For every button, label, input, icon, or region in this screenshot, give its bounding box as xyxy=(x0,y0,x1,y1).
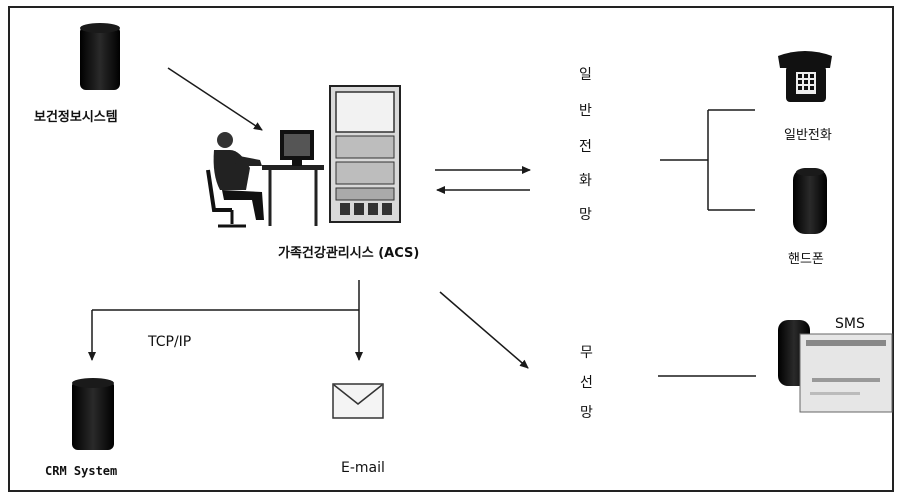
email-label: E-mail xyxy=(341,460,385,476)
landline-char-1: 일 xyxy=(579,64,592,84)
sms-label: SMS xyxy=(835,316,865,332)
wireless-char-2: 선 xyxy=(580,372,593,392)
health-info-system-label: 보건정보시스템 xyxy=(34,106,118,125)
operator-workstation-icon xyxy=(208,130,324,226)
arrow-acs-to-wireless xyxy=(440,292,528,368)
landline-char-2: 반 xyxy=(579,100,592,120)
crm-system-label: CRM System xyxy=(45,464,117,478)
wireless-char-3: 망 xyxy=(580,402,593,422)
landline-char-5: 망 xyxy=(579,204,592,224)
telephone-icon xyxy=(778,51,832,102)
cellphone-label: 핸드폰 xyxy=(788,248,824,267)
landline-branch-lines xyxy=(660,110,755,210)
acs-label: 가족건강관리시스 (ACS) xyxy=(278,242,419,261)
server-rack-icon xyxy=(330,86,400,222)
tcp-ip-label: TCP/IP xyxy=(148,334,191,350)
sms-message-icon xyxy=(778,320,892,412)
envelope-icon xyxy=(333,384,383,418)
landline-phone-label: 일반전화 xyxy=(784,124,832,143)
mobile-phone-icon xyxy=(793,168,827,234)
landline-char-3: 전 xyxy=(579,136,592,156)
landline-char-4: 화 xyxy=(579,170,592,190)
acs-down-branch xyxy=(92,280,359,310)
crm-database-icon xyxy=(72,378,114,450)
health-info-database-icon xyxy=(80,23,120,90)
wireless-char-1: 무 xyxy=(580,342,593,362)
arrow-health-to-acs xyxy=(168,68,262,130)
